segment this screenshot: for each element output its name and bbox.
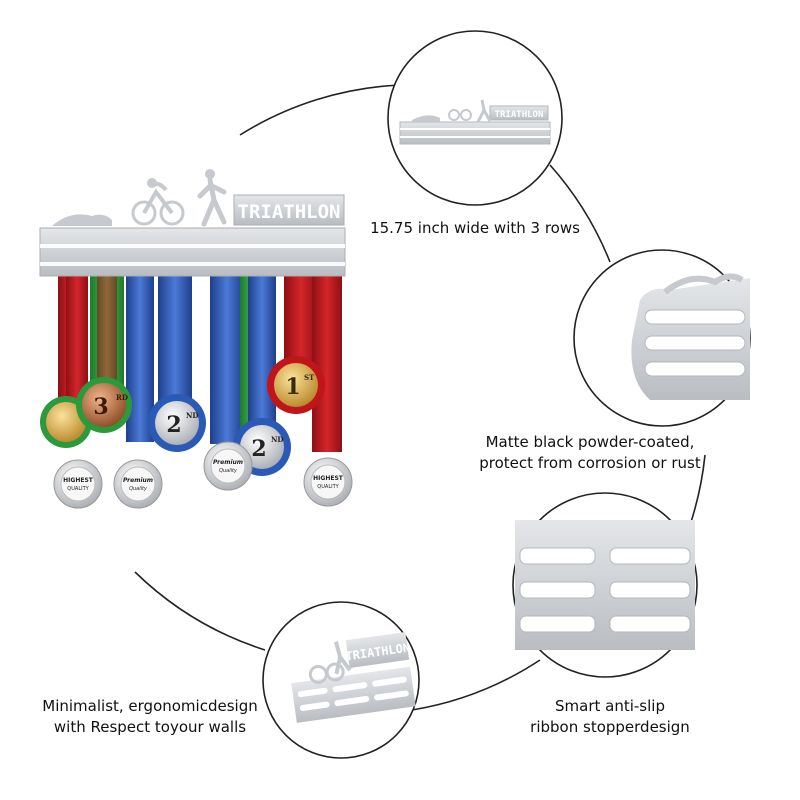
caption-line: with Respect toyour walls — [53, 718, 247, 736]
badge-premium-quality: Premium Quality — [203, 441, 253, 491]
runner-icon — [197, 177, 227, 227]
feature-caption-coating: Matte black powder-coated, protect from … — [455, 432, 725, 474]
medal-second-label: 2 — [166, 412, 181, 438]
caption-line: ribbon stopperdesign — [530, 718, 690, 736]
feature-caption-design: Minimalist, ergonomicdesign with Respect… — [30, 696, 270, 738]
badge-highest-quality: HIGHEST QUALITY — [53, 459, 103, 509]
triathlete-silhouettes — [52, 169, 227, 227]
caption-line: Smart anti-slip — [555, 697, 665, 715]
rack-plate — [39, 227, 346, 277]
medal-rack-product: TRIATHLON 3 RD 2 ND — [39, 169, 353, 509]
connector-arc — [411, 659, 541, 711]
caption-line: 15.75 inch wide with 3 rows — [370, 219, 580, 237]
connector-arc — [239, 84, 401, 136]
badge-premium-text: Premium — [123, 477, 153, 484]
badge-highest-text: HIGHEST — [63, 477, 94, 484]
detail-circle-design: TRIATHLON — [262, 601, 420, 759]
medal-first-label: 1 — [285, 374, 300, 400]
badge-premium-quality-text: Quality — [219, 468, 238, 474]
ribbons — [58, 244, 342, 452]
medal-second-suffix: ND — [271, 435, 283, 444]
medal-third-suffix: RD — [116, 393, 128, 402]
detail-circle-coating — [573, 249, 751, 427]
feature-caption-size: 15.75 inch wide with 3 rows — [355, 218, 595, 239]
swimmer-icon — [52, 214, 112, 226]
cyclist-icon — [131, 200, 157, 226]
badge-premium-quality-text: Quality — [129, 486, 148, 492]
badge-quality-text: QUALITY — [67, 486, 89, 492]
medal-bronze: 3 RD — [76, 377, 132, 433]
medal-second-label: 2 — [251, 436, 266, 462]
medal-gold-first: 1 ST — [267, 356, 325, 414]
medal-silver-second-left: 2 ND — [148, 394, 206, 452]
detail-circle-stopper — [512, 492, 698, 678]
caption-line: Minimalist, ergonomicdesign — [42, 697, 258, 715]
rack-title: TRIATHLON — [238, 201, 341, 223]
caption-line: protect from corrosion or rust — [479, 454, 701, 472]
medal-third-label: 3 — [93, 394, 108, 420]
badge-quality-text: QUALITY — [317, 484, 339, 490]
badge-premium-text: Premium — [213, 459, 243, 466]
connector-arc — [134, 571, 266, 651]
badge-premium-quality: Premium Quality — [113, 459, 163, 509]
badge-highest-text: HIGHEST — [313, 475, 344, 482]
caption-line: Matte black powder-coated, — [485, 433, 695, 451]
feature-caption-stopper: Smart anti-slip ribbon stopperdesign — [510, 696, 710, 738]
badge-highest-quality: HIGHEST QUALITY — [303, 457, 353, 507]
connector-arc — [549, 164, 611, 263]
rack-title: TRIATHLON — [495, 110, 544, 120]
medal-first-suffix: ST — [304, 373, 315, 382]
detail-circle-size: TRIATHLON — [387, 30, 563, 206]
medal-second-suffix: ND — [186, 411, 198, 420]
